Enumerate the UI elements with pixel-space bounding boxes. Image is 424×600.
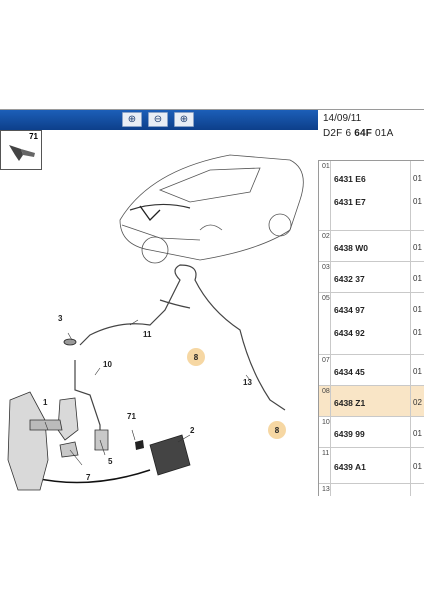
parts-row-13[interactable]: 13 [319, 484, 424, 496]
part-label-13[interactable]: 13 [243, 378, 252, 387]
detail-box-label: 71 [29, 132, 38, 141]
zoom-fit-icon: ⊕ [179, 113, 189, 125]
part-qty: 01 [413, 274, 422, 283]
parts-row-01[interactable]: 01 6431 E6 01 6431 E7 01 [319, 161, 424, 231]
exploded-parts-diagram [7, 154, 304, 491]
parts-row-03[interactable]: 03 6432 37 01 [319, 262, 424, 293]
parts-row-08-selected[interactable]: 08 6438 Z1 02 [319, 386, 424, 417]
part-number[interactable]: 6431 E6 [334, 174, 366, 184]
detail-box-71[interactable]: 71 [0, 130, 42, 170]
diagram-toolbar: ⊕ ⊖ ⊕ [0, 110, 318, 130]
callout-8-upper[interactable]: 8 [187, 348, 205, 366]
zoom-out-button[interactable]: ⊖ [148, 112, 168, 127]
part-number[interactable]: 6432 37 [334, 274, 365, 284]
part-label-1[interactable]: 1 [43, 398, 48, 407]
part-qty: 01 [413, 429, 422, 438]
part-number[interactable]: 6434 92 [334, 328, 365, 338]
parts-row-05[interactable]: 05 6434 97 01 6434 92 01 [319, 293, 424, 355]
parts-row-07[interactable]: 07 6434 45 01 [319, 355, 424, 386]
part-qty: 01 [413, 197, 422, 206]
part-number[interactable]: 6439 A1 [334, 462, 366, 472]
parts-row-11[interactable]: 11 6439 A1 01 [319, 448, 424, 484]
part-label-10[interactable]: 10 [103, 360, 112, 369]
part-qty: 01 [413, 174, 422, 183]
diagram-date: 14/09/11 [323, 113, 362, 124]
parts-row-10[interactable]: 10 6439 99 01 [319, 417, 424, 448]
diagram-header: 14/09/11 D2F 6 64F 01A [318, 110, 424, 150]
part-label-11[interactable]: 11 [143, 330, 152, 339]
part-number[interactable]: 6438 W0 [334, 243, 369, 253]
washer-reservoir [7, 391, 79, 491]
grommet-part [63, 338, 77, 346]
washer-pump [59, 429, 109, 458]
part-qty: 01 [413, 328, 422, 337]
part-number[interactable]: 6434 97 [334, 305, 365, 315]
callout-8-lower[interactable]: 8 [268, 421, 286, 439]
clip-part [135, 440, 144, 450]
part-label-7[interactable]: 7 [86, 473, 91, 482]
part-qty: 01 [413, 305, 422, 314]
parts-row-02[interactable]: 02 6438 W0 01 [319, 231, 424, 262]
leader-lines [44, 319, 251, 466]
part-qty: 01 [413, 243, 422, 252]
part-number[interactable]: 6434 45 [334, 367, 365, 377]
bracket-part [149, 434, 191, 476]
parts-catalog-viewer: ⊕ ⊖ ⊕ 14/09/11 D2F 6 64F 01A 71 [0, 109, 424, 496]
part-label-3[interactable]: 3 [58, 314, 63, 323]
part-number[interactable]: 6438 Z1 [334, 398, 366, 408]
part-label-5[interactable]: 5 [108, 457, 113, 466]
part-label-71[interactable]: 71 [127, 412, 136, 421]
car-illustration [119, 154, 304, 264]
part-number[interactable]: 6439 99 [334, 429, 365, 439]
part-qty: 02 [413, 398, 422, 407]
clip-icon [9, 145, 35, 161]
part-qty: 01 [413, 367, 422, 376]
zoom-out-icon: ⊖ [153, 113, 163, 125]
parts-list: 01 6431 E6 01 6431 E7 01 02 6438 W0 01 0… [318, 160, 424, 496]
zoom-fit-button[interactable]: ⊕ [174, 112, 194, 127]
zoom-in-icon: ⊕ [127, 113, 137, 125]
part-label-2[interactable]: 2 [190, 426, 195, 435]
zoom-in-button[interactable]: ⊕ [122, 112, 142, 127]
diagram-code: D2F 6 64F 01A [323, 128, 394, 139]
part-number[interactable]: 6431 E7 [334, 197, 366, 207]
part-qty: 01 [413, 462, 422, 471]
